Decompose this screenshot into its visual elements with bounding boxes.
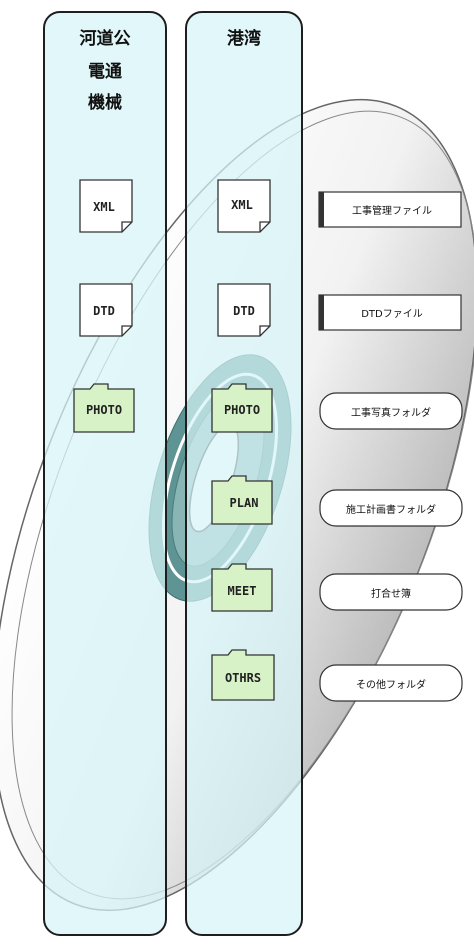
legend: 工事管理ファイル DTDファイル 工事写真フォルダ 施工計画書フォルダ 打合せ簿… [318,191,463,702]
right-xml-file-icon: XML [217,179,271,233]
lane-left-title-2: 電通 [88,62,122,82]
legend-dtd-file-label: DTDファイル [361,309,423,320]
left-photo-label: PHOTO [86,403,122,417]
legend-photo-folder: 工事写真フォルダ [319,392,463,430]
right-photo-folder-icon: PHOTO [211,383,273,433]
right-dtd-file-icon: DTD [217,283,271,337]
right-photo-label: PHOTO [224,403,260,417]
legend-plan-folder: 施工計画書フォルダ [319,489,463,527]
legend-plan-folder-label: 施工計画書フォルダ [346,503,436,516]
lane-left: 河道公 電通 機械 [43,11,167,936]
right-plan-label: PLAN [230,496,259,510]
lane-left-title-3: 機械 [88,92,122,113]
legend-xml-file: 工事管理ファイル [318,191,462,228]
right-meet-label: MEET [228,584,257,598]
lane-left-title-1: 河道公 [80,28,131,49]
right-plan-folder-icon: PLAN [211,475,273,525]
legend-other-folder: その他フォルダ [319,664,463,702]
legend-photo-folder-label: 工事写真フォルダ [351,406,431,419]
legend-other-folder-label: その他フォルダ [356,678,426,691]
right-dtd-label: DTD [233,304,255,318]
left-photo-folder-icon: PHOTO [73,383,135,433]
legend-dtd-file: DTDファイル [318,294,462,331]
left-dtd-file-icon: DTD [79,283,133,337]
right-othrs-folder-icon: OTHRS [211,649,275,701]
left-xml-file-icon: XML [79,179,133,233]
left-dtd-label: DTD [93,304,115,318]
right-othrs-label: OTHRS [225,671,261,685]
left-xml-label: XML [93,200,115,214]
lane-right: 港湾 [185,11,303,936]
legend-meet-folder: 打合せ簿 [319,573,463,611]
legend-meet-folder-label: 打合せ簿 [371,587,411,600]
legend-xml-file-label: 工事管理ファイル [352,204,432,217]
lane-right-title: 港湾 [227,28,261,49]
right-meet-folder-icon: MEET [211,563,273,612]
right-xml-label: XML [231,198,253,212]
